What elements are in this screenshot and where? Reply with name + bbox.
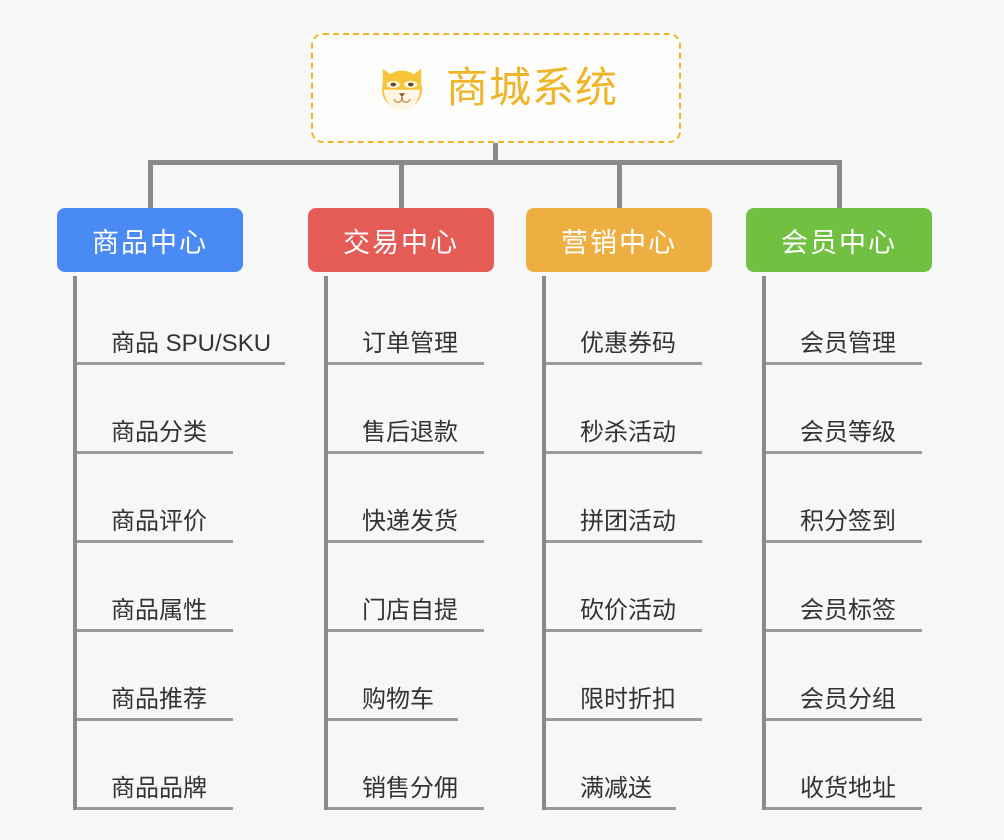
leaf-item[interactable]: 会员分组: [766, 632, 922, 721]
leaf-stack: 会员管理会员等级积分签到会员标签会员分组收货地址: [762, 276, 922, 810]
leaf-item[interactable]: 会员管理: [766, 276, 922, 365]
category-label: 会员中心: [781, 227, 897, 258]
root-node[interactable]: 商城系统: [311, 33, 681, 143]
leaf-underline: [766, 451, 922, 454]
connector-drop-1: [148, 160, 153, 212]
leaf-underline: [766, 718, 922, 721]
leaf-label: 商品属性: [111, 597, 207, 625]
leaf-label: 拼团活动: [580, 508, 676, 536]
leaf-item[interactable]: 满减送: [546, 721, 686, 810]
leaf-item[interactable]: 拼团活动: [546, 454, 702, 543]
leaf-label: 门店自提: [362, 597, 458, 625]
leaf-underline: [77, 362, 285, 365]
leaf-underline: [328, 540, 484, 543]
root-title: 商城系统: [445, 64, 618, 111]
leaf-underline: [546, 362, 702, 365]
connector-drop-3: [617, 160, 622, 212]
leaf-underline: [328, 718, 458, 721]
leaf-underline: [328, 362, 484, 365]
connector-bus: [148, 160, 842, 165]
branch-column-4: 会员管理会员等级积分签到会员标签会员分组收货地址: [762, 276, 922, 810]
leaf-underline: [766, 362, 922, 365]
leaf-label: 砍价活动: [580, 597, 676, 625]
category-box-2[interactable]: 交易中心: [308, 208, 494, 272]
leaf-item[interactable]: 限时折扣: [546, 632, 702, 721]
leaf-label: 限时折扣: [580, 686, 676, 714]
leaf-label: 订单管理: [362, 330, 458, 358]
leaf-label: 商品评价: [111, 508, 207, 536]
leaf-underline: [766, 629, 922, 632]
leaf-underline: [328, 807, 484, 810]
leaf-label: 优惠券码: [580, 330, 676, 358]
leaf-label: 购物车: [362, 686, 434, 714]
branch-column-3: 优惠券码秒杀活动拼团活动砍价活动限时折扣满减送: [542, 276, 702, 810]
leaf-underline: [77, 540, 233, 543]
leaf-item[interactable]: 秒杀活动: [546, 365, 702, 454]
leaf-underline: [766, 540, 922, 543]
shiba-dog-icon: [381, 68, 423, 110]
leaf-underline: [77, 807, 233, 810]
leaf-label: 商品品牌: [111, 775, 207, 803]
leaf-item[interactable]: 订单管理: [328, 276, 484, 365]
category-label: 营销中心: [561, 227, 677, 258]
leaf-stack: 优惠券码秒杀活动拼团活动砍价活动限时折扣满减送: [542, 276, 702, 810]
leaf-underline: [328, 451, 484, 454]
category-box-3[interactable]: 营销中心: [526, 208, 712, 272]
leaf-underline: [546, 807, 676, 810]
leaf-label: 商品分类: [111, 419, 207, 447]
category-label: 交易中心: [343, 227, 459, 258]
leaf-label: 销售分佣: [362, 775, 458, 803]
category-label: 商品中心: [92, 227, 208, 258]
leaf-underline: [546, 451, 702, 454]
category-box-4[interactable]: 会员中心: [746, 208, 932, 272]
leaf-label: 会员分组: [800, 686, 896, 714]
leaf-item[interactable]: 收货地址: [766, 721, 922, 810]
connector-root-stem: [493, 143, 498, 163]
leaf-underline: [766, 807, 922, 810]
leaf-item[interactable]: 商品分类: [77, 365, 281, 454]
leaf-underline: [546, 629, 702, 632]
leaf-label: 售后退款: [362, 419, 458, 447]
leaf-item[interactable]: 优惠券码: [546, 276, 702, 365]
leaf-label: 满减送: [580, 775, 652, 803]
connector-drop-4: [837, 160, 842, 212]
leaf-label: 秒杀活动: [580, 419, 676, 447]
leaf-item[interactable]: 商品属性: [77, 543, 281, 632]
leaf-item[interactable]: 购物车: [328, 632, 468, 721]
leaf-item[interactable]: 商品品牌: [77, 721, 281, 810]
leaf-item[interactable]: 积分签到: [766, 454, 922, 543]
branch-column-2: 订单管理售后退款快递发货门店自提购物车销售分佣: [324, 276, 484, 810]
category-box-1[interactable]: 商品中心: [57, 208, 243, 272]
leaf-label: 商品推荐: [111, 686, 207, 714]
leaf-item[interactable]: 商品推荐: [77, 632, 281, 721]
leaf-item[interactable]: 会员标签: [766, 543, 922, 632]
leaf-underline: [546, 718, 702, 721]
leaf-underline: [77, 718, 233, 721]
leaf-label: 会员标签: [800, 597, 896, 625]
leaf-label: 收货地址: [800, 775, 896, 803]
leaf-item[interactable]: 砍价活动: [546, 543, 702, 632]
leaf-label: 快递发货: [362, 508, 458, 536]
leaf-label: 会员等级: [800, 419, 896, 447]
leaf-label: 积分签到: [800, 508, 896, 536]
leaf-item[interactable]: 商品 SPU/SKU: [77, 276, 285, 365]
connector-drop-2: [399, 160, 404, 212]
branch-column-1: 商品 SPU/SKU 商品分类商品评价商品属性商品推荐商品品牌: [73, 276, 285, 810]
leaf-item[interactable]: 快递发货: [328, 454, 484, 543]
leaf-label: 会员管理: [800, 330, 896, 358]
leaf-underline: [77, 451, 233, 454]
leaf-item[interactable]: 售后退款: [328, 365, 484, 454]
leaf-stack: 商品 SPU/SKU 商品分类商品评价商品属性商品推荐商品品牌: [73, 276, 285, 810]
leaf-item[interactable]: 会员等级: [766, 365, 922, 454]
leaf-item[interactable]: 商品评价: [77, 454, 281, 543]
leaf-underline: [77, 629, 233, 632]
leaf-underline: [328, 629, 484, 632]
leaf-stack: 订单管理售后退款快递发货门店自提购物车销售分佣: [324, 276, 484, 810]
leaf-underline: [546, 540, 702, 543]
leaf-item[interactable]: 门店自提: [328, 543, 484, 632]
leaf-label: 商品 SPU/SKU: [111, 330, 272, 358]
leaf-item[interactable]: 销售分佣: [328, 721, 484, 810]
